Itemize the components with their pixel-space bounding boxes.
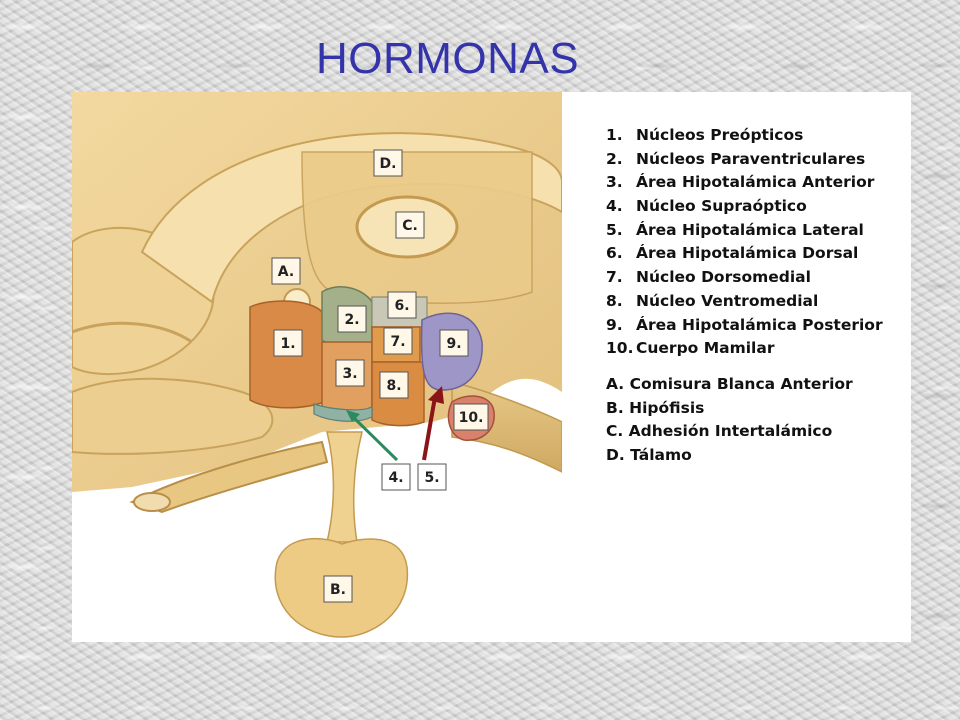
label-10: 10. [453,403,489,431]
legend-item: C. Adhesión Intertalámico [606,422,833,441]
svg-text:3.: 3. [342,366,357,382]
svg-text:1.: 1. [280,336,295,352]
optic-nerve [129,440,329,514]
legend-item: B. Hipófisis [606,398,705,417]
figure-panel: D. C. A. 1. 2. 6. 7. 9. [72,92,911,642]
svg-text:8.: 8. [386,378,401,394]
svg-text:9.: 9. [446,336,461,352]
label-5: 5. [417,463,447,491]
optic-nerve-end [133,492,171,512]
svg-text:C.: C. [402,218,418,234]
legend-gap [606,361,906,373]
slide-title: HORMONAS [316,34,580,83]
cortex-fold [72,377,274,455]
legend-item: D. Tálamo [606,445,692,464]
svg-text:10.: 10. [459,410,484,426]
legend-item: 10.Cuerpo Mamilar [606,339,775,358]
hypothalamus-illustration: D. C. A. 1. 2. 6. 7. 9. [72,92,562,638]
label-6: 6. [387,291,417,319]
svg-text:5.: 5. [424,470,439,486]
legend-item: 2.Núcleos Paraventriculares [606,149,866,168]
svg-text:A.: A. [278,264,294,280]
label-7: 7. [383,327,413,355]
label-d: D. [373,149,403,177]
label-3: 3. [335,359,365,387]
legend: 1.Núcleos Preópticos 2.Núcleos Paraventr… [606,124,906,468]
svg-text:7.: 7. [390,334,405,350]
legend-item: 1.Núcleos Preópticos [606,126,804,144]
label-a: A. [271,257,301,285]
label-1: 1. [273,329,303,357]
label-9: 9. [439,329,469,357]
label-b: B. [323,575,353,603]
svg-text:2.: 2. [344,312,359,328]
legend-item: 5.Área Hipotalámica Lateral [606,220,864,239]
arrowhead-supraoptic [346,410,360,422]
legend-item: 4.Núcleo Supraóptico [606,197,807,216]
numbered-legend: 1.Núcleos Preópticos 2.Núcleos Paraventr… [606,124,906,361]
label-c: C. [395,211,425,239]
legend-item: 9.Área Hipotalámica Posterior [606,315,883,334]
nucleus-supraoptic [313,403,373,422]
svg-text:D.: D. [380,156,397,172]
legend-item: 6.Área Hipotalámica Dorsal [606,244,859,263]
label-4: 4. [381,463,411,491]
legend-item: A. Comisura Blanca Anterior [606,374,853,393]
arrowhead-lateral [428,386,444,404]
cortex-fold [72,321,193,344]
legend-item: 8.Núcleo Ventromedial [606,291,819,310]
legend-item: 3.Área Hipotalámica Anterior [606,173,875,192]
svg-text:B.: B. [330,582,346,598]
arrow-lateral [422,396,437,461]
legend-item: 7.Núcleo Dorsomedial [606,268,811,287]
pituitary-stalk [326,431,363,543]
label-8: 8. [379,371,409,399]
lettered-legend: A. Comisura Blanca Anterior B. Hipófisis… [606,373,906,468]
label-2: 2. [337,305,367,333]
svg-text:6.: 6. [394,298,409,314]
arrow-supraoptic [348,412,399,462]
svg-text:4.: 4. [388,470,403,486]
